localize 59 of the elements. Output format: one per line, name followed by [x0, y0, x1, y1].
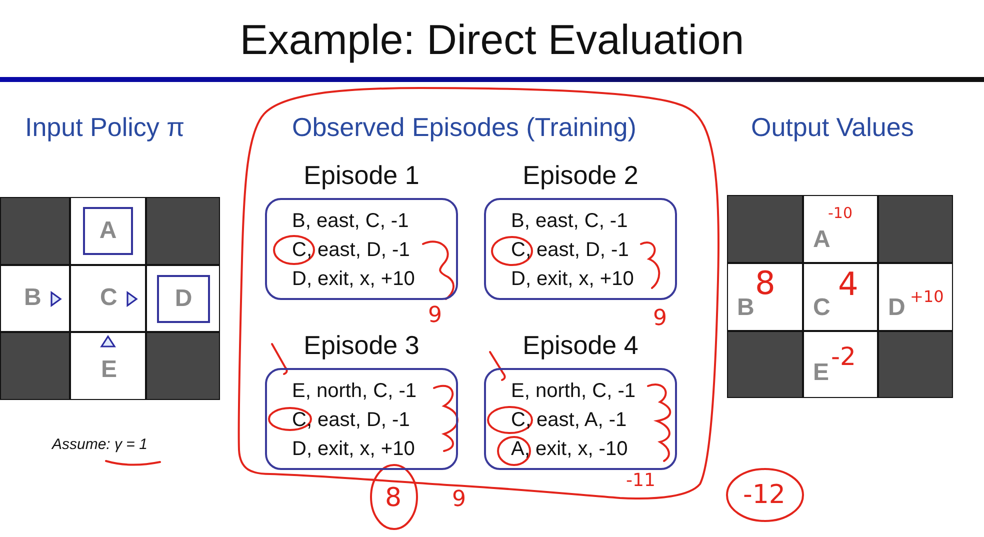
episode-heading: Episode 2	[522, 160, 638, 190]
transition-text: D, exit, x, +10	[511, 268, 634, 290]
handwritten-value: 8	[755, 267, 776, 299]
transition-text: D, exit, x, +10	[292, 438, 415, 460]
state-label: E	[101, 358, 118, 382]
grid-cell	[878, 263, 953, 331]
handwritten-number: -12	[743, 482, 786, 508]
transition-text: E, north, C, -1	[292, 380, 416, 402]
section-heading: Input Policy π	[25, 112, 185, 142]
wall-cell	[0, 197, 70, 265]
section-heading: Output Values	[751, 112, 914, 142]
wall-cell	[878, 331, 953, 398]
episode-heading: Episode 1	[304, 160, 420, 190]
transition-text: B, east, C, -1	[292, 210, 409, 232]
state-label: C	[813, 296, 830, 320]
transition-text: A, exit, x, -10	[511, 438, 628, 460]
state-label: E	[813, 361, 830, 385]
state-label: A	[99, 219, 117, 243]
grid-cell	[146, 265, 220, 332]
wall-cell	[727, 331, 803, 398]
handwritten-value: 4	[838, 268, 858, 300]
grid-cell	[70, 197, 146, 265]
handwritten-number: 9	[653, 308, 667, 330]
transition-text: B, east, C, -1	[511, 210, 628, 232]
grid-cell	[70, 332, 146, 400]
state-label: C	[100, 286, 118, 310]
transition-text: C, east, D, -1	[511, 239, 629, 261]
grid-cell	[70, 265, 146, 332]
state-label: D	[174, 287, 192, 311]
grid-cell	[803, 331, 878, 398]
wall-cell	[0, 332, 70, 400]
state-label: A	[813, 228, 830, 252]
section-heading: Observed Episodes (Training)	[292, 112, 636, 142]
grid-cell	[0, 265, 70, 332]
handwritten-value: -2	[831, 344, 856, 369]
slide-title: Example: Direct Evaluation	[240, 16, 744, 64]
episode-heading: Episode 3	[304, 330, 420, 360]
transition-text: C, east, A, -1	[511, 409, 627, 431]
episode-heading: Episode 4	[522, 330, 638, 360]
state-label: B	[737, 296, 754, 320]
wall-cell	[146, 332, 220, 400]
transition-text: E, north, C, -1	[511, 380, 636, 402]
grid-cell	[803, 263, 878, 331]
handwritten-value: +10	[910, 289, 944, 305]
handwritten-value: -10	[828, 206, 852, 221]
grid-cell	[727, 263, 803, 331]
state-label: B	[24, 286, 42, 310]
wall-cell	[727, 195, 803, 263]
transition-text: D, exit, x, +10	[292, 268, 415, 290]
handwritten-number: 8	[385, 485, 402, 511]
transition-text: C, east, D, -1	[292, 239, 410, 261]
wall-cell	[878, 195, 953, 263]
handwritten-number: 9	[428, 305, 442, 327]
grid-cell	[803, 195, 878, 263]
assumption-note: Assume: γ = 1	[52, 436, 148, 454]
wall-cell	[146, 197, 220, 265]
state-label: D	[888, 296, 906, 320]
handwritten-number: 9	[452, 489, 466, 511]
handwritten-number: -11	[626, 472, 656, 490]
